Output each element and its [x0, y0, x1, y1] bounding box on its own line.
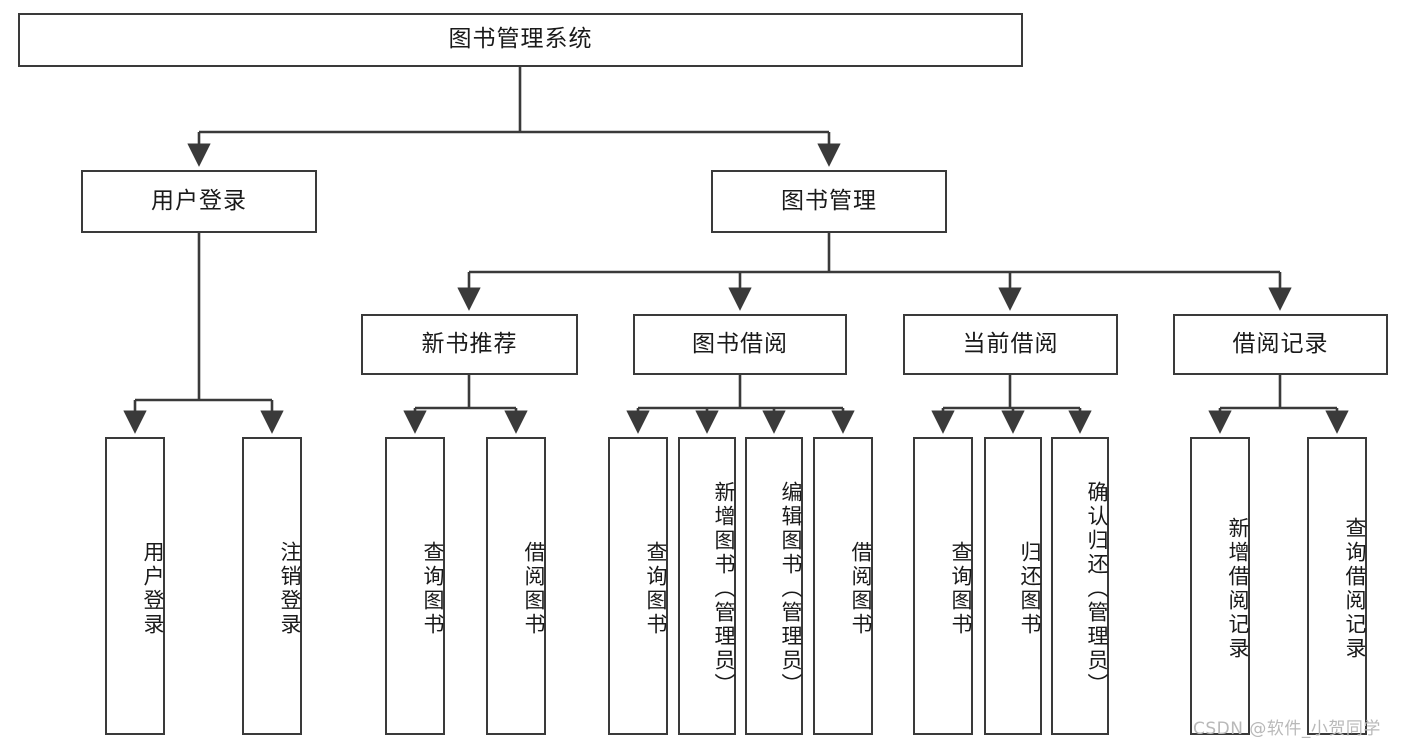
leaf-label: 用户登录	[141, 541, 165, 637]
leaf-label: 查询图书	[421, 541, 445, 637]
node-leaf-borrow-book[interactable]: 借阅图书	[813, 437, 873, 735]
leaf-label: 借阅图书	[849, 541, 873, 637]
node-leaf-add-book[interactable]: 新增图书（管理员）	[678, 437, 736, 735]
node-book-management[interactable]: 图书管理	[711, 170, 947, 233]
node-leaf-confirm-return[interactable]: 确认归还（管理员）	[1051, 437, 1109, 735]
node-leaf-borrow-book-rec[interactable]: 借阅图书	[486, 437, 546, 735]
node-leaf-user-logout[interactable]: 注销登录	[242, 437, 302, 735]
node-leaf-query-book-borrow[interactable]: 查询图书	[608, 437, 668, 735]
node-root-system[interactable]: 图书管理系统	[18, 13, 1023, 67]
node-borrow-record[interactable]: 借阅记录	[1173, 314, 1388, 375]
leaf-label: 新增借阅记录	[1226, 517, 1250, 661]
node-leaf-return-book[interactable]: 归还图书	[984, 437, 1042, 735]
node-user-login[interactable]: 用户登录	[81, 170, 317, 233]
node-new-book-recommend[interactable]: 新书推荐	[361, 314, 578, 375]
node-leaf-query-book-rec[interactable]: 查询图书	[385, 437, 445, 735]
node-leaf-query-book-cur[interactable]: 查询图书	[913, 437, 973, 735]
leaf-label: 借阅图书	[522, 541, 546, 637]
leaf-label: 归还图书	[1018, 541, 1042, 637]
node-book-borrow[interactable]: 图书借阅	[633, 314, 847, 375]
leaf-label: 确认归还（管理员）	[1085, 481, 1109, 697]
leaf-label: 新增图书（管理员）	[712, 481, 736, 697]
leaf-label: 注销登录	[278, 541, 302, 637]
leaf-label: 查询借阅记录	[1343, 517, 1367, 661]
leaf-label: 查询图书	[949, 541, 973, 637]
csdn-watermark: CSDN @软件_小贺同学	[1193, 719, 1381, 739]
node-current-borrow[interactable]: 当前借阅	[903, 314, 1118, 375]
node-leaf-query-record[interactable]: 查询借阅记录	[1307, 437, 1367, 735]
leaf-label: 编辑图书（管理员）	[779, 481, 803, 697]
node-leaf-add-record[interactable]: 新增借阅记录	[1190, 437, 1250, 735]
node-leaf-user-login[interactable]: 用户登录	[105, 437, 165, 735]
leaf-label: 查询图书	[644, 541, 668, 637]
node-leaf-edit-book[interactable]: 编辑图书（管理员）	[745, 437, 803, 735]
